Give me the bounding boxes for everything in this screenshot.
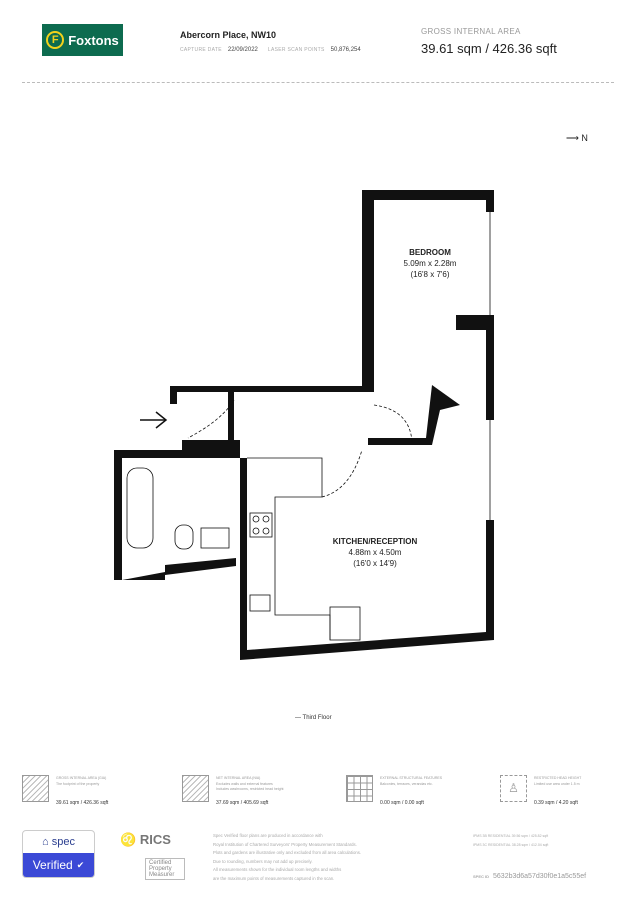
- check-circle-icon: ✔: [76, 859, 85, 870]
- property-address: Abercorn Place, NW10: [180, 30, 277, 40]
- legend-title: RESTRICTED HEAD HEIGHT: [534, 776, 582, 780]
- disclaimer-line: are the maximum points of measurements c…: [213, 875, 335, 881]
- verified-banner: Verified✔: [23, 853, 94, 877]
- verified-label: Verified: [32, 858, 73, 872]
- scan-points: 50,876,254: [330, 47, 361, 53]
- room-imperial: (16'8 x 7'6): [410, 270, 450, 279]
- legend-value: 0.39 sqm / 4.20 sqft: [534, 800, 578, 806]
- room-bedroom: BEDROOM 5.09m x 2.28m (16'8 x 7'6): [360, 247, 500, 280]
- grid-icon: [346, 775, 373, 802]
- room-imperial: (16'0 x 14'9): [353, 559, 397, 568]
- ipms-3b: IPMS 3B RESIDENTIAL 39.56 sqm / 425.82 s…: [473, 834, 549, 838]
- legend-value: 39.61 sqm / 426.36 sqft: [56, 800, 109, 806]
- spec-logo: ⌂spec: [23, 831, 94, 853]
- rics-logo: ♌ RICS: [120, 832, 171, 848]
- room-name: BEDROOM: [409, 248, 451, 257]
- arrow-right-icon: ⟶: [566, 133, 579, 143]
- disclaimer: Spec Verified floor plans are produced i…: [213, 832, 361, 884]
- legend-title: NET INTERNAL AREA (NIA): [216, 776, 261, 780]
- hatched-plan-icon: [182, 775, 209, 802]
- fixtures: [126, 212, 491, 641]
- room-metric: 5.09m x 2.28m: [403, 259, 457, 268]
- legend-desc: Limited use area under 1.5 m: [534, 782, 580, 786]
- legend-nia: NET INTERNAL AREA (NIA) Excludes walls a…: [182, 775, 332, 807]
- gia-label: GROSS INTERNAL AREA: [421, 27, 521, 36]
- legend-desc: The footprint of the property: [56, 782, 100, 786]
- room-name: KITCHEN/RECEPTION: [332, 537, 418, 546]
- legend-value: 0.00 sqm / 0.00 sqft: [380, 800, 424, 806]
- spec-verified-badge: ⌂spec Verified✔: [22, 830, 95, 878]
- restricted-marker: *: [440, 392, 444, 403]
- rics-label: RICS: [139, 832, 171, 847]
- disclaimer-line: All measurements shown for the individua…: [213, 867, 342, 873]
- capture-meta: CAPTURE DATE 22/09/2022 LASER SCAN POINTS 5…: [180, 47, 371, 53]
- legend-title: EXTERNAL STRUCTURAL FEATURES: [380, 776, 443, 780]
- legend-restricted: ♙ RESTRICTED HEAD HEIGHT Limited use are…: [500, 775, 636, 807]
- ipms-3c: IPMS 3C RESIDENTIAL 38.28 sqm / 412.04 s…: [473, 843, 549, 847]
- spec-id-label: SPEC ID: [473, 874, 490, 879]
- divider: [22, 82, 614, 83]
- hatched-square-icon: [22, 775, 49, 802]
- disclaimer-line: Plots and gardens are illustrative only …: [213, 850, 362, 856]
- legend-external: EXTERNAL STRUCTURAL FEATURES Balconies, …: [346, 775, 496, 807]
- disclaimer-line: Royal Institution of Chartered Surveyors…: [213, 841, 357, 847]
- spec-house-icon: ⌂: [42, 836, 49, 848]
- spec-brand: spec: [51, 836, 75, 848]
- room-kitchen-reception: KITCHEN/RECEPTION 4.88m x 4.50m (16'0 x …: [300, 536, 450, 569]
- gia-value: 39.61 sqm / 426.36 sqft: [421, 41, 557, 56]
- room-metric: 4.88m x 4.50m: [348, 548, 402, 557]
- brand-name: Foxtons: [68, 32, 119, 48]
- capture-date: 22/09/2022: [227, 47, 258, 53]
- compass-label: N: [581, 133, 588, 143]
- person-height-icon: ♙: [500, 775, 527, 802]
- legend-desc-line: Excludes walls and external features: [216, 782, 273, 786]
- floor-label: — Third Floor: [295, 715, 332, 721]
- north-compass: ⟶ N: [566, 133, 588, 144]
- disclaimer-line: Due to rounding, numbers may not add up …: [213, 858, 313, 864]
- capture-date-label: CAPTURE DATE: [180, 47, 222, 53]
- spec-id-value: 5632b3d6a57d30f0e1a5c55ef: [493, 873, 587, 880]
- legend-gia: GROSS INTERNAL AREA (GIA) The footprint …: [22, 775, 172, 807]
- rics-cert: Certified Property Measurer: [145, 858, 185, 880]
- scan-points-label: LASER SCAN POINTS: [267, 47, 325, 53]
- legend-title: GROSS INTERNAL AREA (GIA): [56, 776, 107, 780]
- ipms-areas: IPMS 3B RESIDENTIAL 39.56 sqm / 425.82 s…: [473, 832, 548, 850]
- walls: [114, 190, 494, 660]
- legend-desc-line: Includes washrooms, restricted head heig…: [216, 787, 284, 791]
- disclaimer-line: Spec Verified floor plans are produced i…: [213, 833, 323, 838]
- legend-value: 37.69 sqm / 405.69 sqft: [216, 800, 269, 806]
- legend-desc: Balconies, terraces, verandas etc.: [380, 782, 433, 786]
- foxtons-f-icon: F: [46, 31, 65, 49]
- rics-lion-icon: ♌: [120, 832, 140, 847]
